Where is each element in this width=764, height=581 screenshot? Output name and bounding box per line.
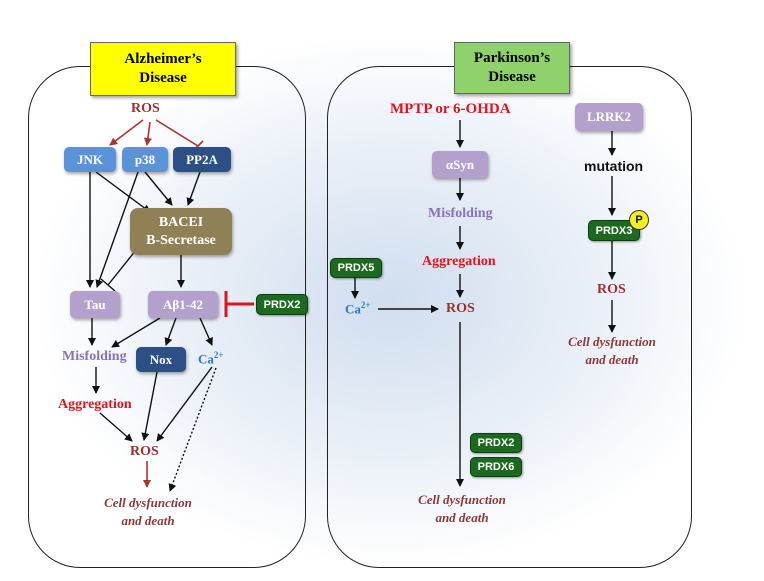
- bace-node: BACEI Β-Secretase: [130, 208, 232, 255]
- ca-pd-label: Ca2+: [345, 300, 371, 317]
- ca-ad-text: Ca: [198, 351, 214, 367]
- pp2a-node: PP2A: [173, 147, 231, 172]
- pd-right-death-line2: and death: [585, 352, 639, 367]
- prdx2-pd-badge: PRDX2: [470, 433, 522, 453]
- aggregation-ad-label: Aggregation: [58, 397, 132, 412]
- abeta-to-ca-arrow: [199, 317, 213, 346]
- ca-to-ros-arrow: [156, 366, 213, 442]
- abeta-node: Aβ1-42: [148, 291, 218, 318]
- parkinsons-title-line2: Disease: [488, 69, 536, 85]
- ros-right-label: ROS: [597, 282, 626, 297]
- prdx6-badge: PRDX6: [470, 457, 522, 477]
- asyn-node: αSyn: [432, 151, 488, 178]
- ad-death-label: Cell dysfunction and death: [86, 494, 210, 530]
- ros-to-pp2a-inhibit: [155, 119, 199, 147]
- p38-to-tau-arrow: [95, 171, 139, 288]
- pp2a-to-bace-arrow: [186, 171, 201, 206]
- ros-bottom-label: ROS: [130, 444, 159, 459]
- prdx5-badge: PRDX5: [330, 258, 382, 278]
- pd-death-line2: and death: [435, 510, 489, 525]
- p38-node: p38: [122, 147, 168, 172]
- prdx3-badge: PRDX3: [588, 220, 640, 241]
- prdx2-inhibits-abeta: [224, 291, 254, 317]
- jnk-to-bace-arrow: [95, 171, 151, 213]
- pd-death-line1: Cell dysfunction: [418, 492, 506, 507]
- aggregation-to-ros-arrow: [99, 412, 133, 442]
- mptp-label: MPTP or 6-OHDA: [390, 101, 511, 117]
- ros-top-label: ROS: [131, 101, 160, 116]
- bace-line2: Β-Secretase: [146, 232, 216, 248]
- prdx2-ad-badge: PRDX2: [256, 294, 308, 315]
- aggregation-pd-label: Aggregation: [422, 254, 496, 269]
- phosphorylation-badge: P: [629, 210, 649, 230]
- pd-right-death-line1: Cell dysfunction: [568, 334, 656, 349]
- pd-right-death-label: Cell dysfunction and death: [550, 333, 674, 369]
- ca-ad-sup: 2+: [213, 350, 224, 360]
- ca-to-death-dotted-arrow: [168, 367, 217, 492]
- alzheimers-title-line2: Disease: [139, 70, 187, 86]
- misfolding-pd-label: Misfolding: [428, 206, 493, 221]
- nox-to-ros-arrow: [141, 371, 158, 441]
- parkinsons-title-line1: Parkinson’s: [473, 50, 551, 66]
- lrrk2-node: LRRK2: [575, 103, 643, 131]
- ca-pd-sup: 2+: [360, 300, 371, 310]
- bace-line1: BACEI: [158, 214, 204, 230]
- abeta-to-misfolding-arrow: [111, 317, 161, 348]
- pd-death-label: Cell dysfunction and death: [400, 491, 524, 527]
- nox-node: Nox: [136, 347, 186, 372]
- abeta-to-nox-arrow: [164, 317, 177, 346]
- ca-pd-text: Ca: [345, 301, 361, 317]
- ca-ad-label: Ca2+: [198, 350, 224, 367]
- ros-to-p38-arrow: [143, 121, 152, 146]
- ros-to-jnk-arrow: [109, 119, 144, 146]
- ad-death-line1: Cell dysfunction: [104, 495, 192, 510]
- misfolding-ad-label: Misfolding: [62, 349, 127, 364]
- ad-death-line2: and death: [121, 513, 175, 528]
- ros-mid-label: ROS: [446, 301, 475, 316]
- parkinsons-title: Parkinson’s Disease: [454, 42, 570, 94]
- p38-to-bace-arrow: [144, 171, 173, 206]
- mutation-label: mutation: [584, 158, 644, 174]
- alzheimers-title-line1: Alzheimer’s: [124, 51, 202, 67]
- tau-node: Tau: [70, 291, 120, 318]
- jnk-node: JNK: [64, 147, 116, 172]
- alzheimers-title: Alzheimer’s Disease: [90, 42, 236, 96]
